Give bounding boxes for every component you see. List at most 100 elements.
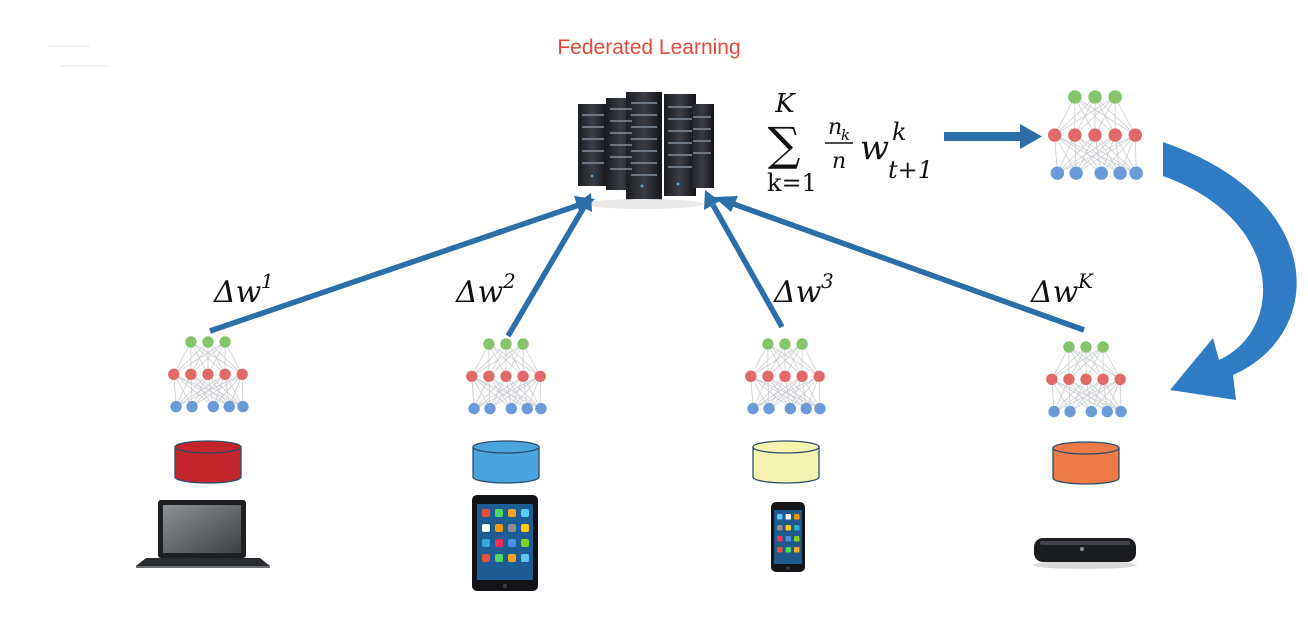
app-icon — [521, 539, 529, 547]
output-node — [1063, 341, 1075, 353]
network-edge — [1051, 378, 1092, 412]
app-icon — [508, 554, 516, 562]
network-edge — [471, 343, 507, 377]
app-icon — [794, 547, 800, 553]
network-edge — [488, 376, 512, 409]
network-edge — [752, 375, 803, 409]
input-node — [1050, 166, 1065, 180]
network-edge — [1114, 96, 1136, 136]
network-edge — [767, 376, 791, 409]
input-node — [535, 402, 547, 415]
output-node — [779, 338, 791, 350]
network-edge — [752, 375, 820, 409]
network-edge — [1085, 379, 1122, 412]
svg-text:Δw: Δw — [773, 275, 822, 310]
network-edge — [1119, 134, 1136, 174]
upload-arrow-1 — [209, 196, 595, 334]
database-top — [472, 440, 540, 454]
network-edge — [224, 374, 244, 407]
network-edge — [473, 376, 490, 409]
network-edge — [1094, 96, 1116, 136]
input-node — [1113, 166, 1127, 180]
hidden-node — [500, 370, 512, 382]
network-edge — [1054, 96, 1076, 136]
input-node — [800, 402, 812, 415]
network-edge — [784, 376, 807, 409]
update-label-k: Δw K — [1030, 269, 1094, 310]
input-node — [468, 402, 480, 415]
network-edge — [1057, 134, 1136, 174]
network-edge — [190, 373, 230, 407]
database-body — [472, 446, 540, 484]
app-icon — [482, 554, 490, 562]
hidden-node — [1108, 128, 1122, 142]
network-edge — [213, 374, 243, 407]
client-database-k — [1052, 441, 1120, 485]
network-edge — [1051, 379, 1071, 412]
network-edge — [522, 376, 542, 409]
network-edge — [1054, 134, 1077, 174]
network-edge — [191, 373, 243, 407]
network-edge — [801, 343, 820, 377]
input-node — [1094, 166, 1108, 180]
sum-upper-limit: K — [774, 89, 796, 119]
app-icon — [777, 514, 783, 520]
network-edge — [207, 374, 230, 407]
network-edge — [1074, 134, 1102, 174]
hidden-node — [466, 370, 478, 382]
network-edge — [228, 374, 243, 407]
network-edge — [752, 376, 786, 409]
network-edge — [1074, 96, 1116, 136]
network-edge — [1054, 134, 1102, 174]
network-edge — [173, 373, 230, 407]
database-body — [174, 446, 242, 484]
hidden-node — [1046, 373, 1058, 385]
network-edge — [471, 343, 524, 377]
network-edge — [1068, 379, 1092, 412]
title-text: Federated Learning — [557, 36, 741, 59]
network-edge — [212, 374, 226, 407]
upload-arrow-3 — [704, 190, 785, 329]
input-node — [784, 402, 797, 415]
network-edge — [750, 343, 803, 377]
network-edge — [1094, 134, 1121, 174]
input-node — [1064, 405, 1076, 418]
network-edge — [488, 375, 528, 409]
network-edge — [471, 375, 528, 409]
network-edge — [207, 341, 226, 375]
network-edge — [173, 373, 214, 407]
app-icon — [785, 525, 791, 531]
hidden-node — [1047, 128, 1062, 142]
network-edge — [1053, 378, 1104, 412]
network-edge — [489, 375, 541, 409]
app-icon — [521, 524, 529, 532]
app-icon — [777, 525, 783, 531]
app-icon — [785, 514, 791, 520]
network-edge — [505, 376, 542, 409]
network-edge — [1085, 379, 1108, 412]
update-label-3: Δw 3 — [773, 269, 834, 310]
hidden-node — [796, 370, 808, 382]
app-icon — [794, 536, 800, 542]
network-edge — [767, 375, 807, 409]
network-edge — [473, 376, 507, 409]
app-icon — [785, 536, 791, 542]
input-node — [207, 400, 220, 413]
app-icon — [482, 539, 490, 547]
input-node — [763, 402, 775, 415]
input-node — [1115, 405, 1127, 418]
arrow-to-global-model — [944, 124, 1042, 149]
fraction-denominator: n — [832, 149, 846, 174]
network-edge — [1102, 379, 1122, 412]
smartphone-icon — [771, 502, 805, 572]
output-node — [796, 338, 808, 350]
network-edge — [1051, 346, 1087, 380]
network-edge — [1075, 134, 1136, 174]
network-edge — [1051, 378, 1108, 412]
network-edge — [1053, 378, 1121, 412]
input-node — [1085, 405, 1098, 418]
output-node — [1068, 90, 1082, 104]
hidden-node — [1114, 373, 1126, 385]
network-edge — [750, 375, 791, 409]
network-edge — [526, 376, 541, 409]
